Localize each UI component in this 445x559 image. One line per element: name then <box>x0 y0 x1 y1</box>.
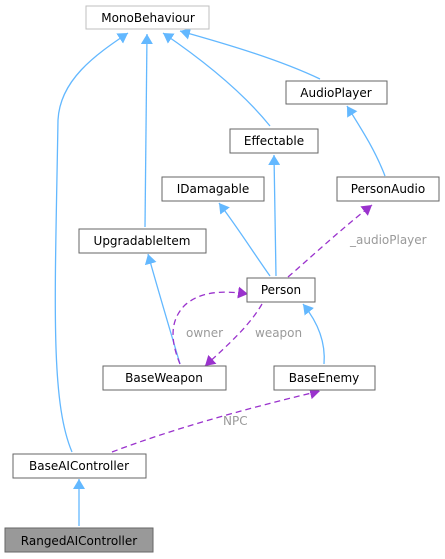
nodes: MonoBehaviour AudioPlayer Effectable IDa… <box>4 5 440 553</box>
node-audioplayer[interactable]: AudioPlayer <box>285 80 388 105</box>
node-person[interactable]: Person <box>246 277 316 303</box>
edge-person-audioplayer <box>287 204 373 278</box>
edge-upgradable-to-mono <box>140 33 153 228</box>
edge-person-weapon <box>204 303 263 367</box>
edge-person-to-idamagable <box>218 202 271 277</box>
node-baseweapon[interactable]: BaseWeapon <box>102 365 227 391</box>
edge-audio-to-mono <box>179 27 321 80</box>
edge-label-weapon: weapon <box>255 326 302 340</box>
node-effectable[interactable]: Effectable <box>229 128 319 154</box>
usage-edges <box>111 204 373 453</box>
edge-person-to-effectable <box>268 154 281 277</box>
node-rangedaicontroller[interactable]: RangedAIController <box>4 527 154 553</box>
node-label-baseaicontroller: BaseAIController <box>29 459 129 473</box>
edge-labels: _audioPlayer owner weapon NPC <box>186 233 427 428</box>
edge-baseweapon-owner <box>172 286 249 365</box>
node-personaudio[interactable]: PersonAudio <box>336 176 440 202</box>
edge-label-owner: owner <box>186 326 223 340</box>
node-idamagable[interactable]: IDamagable <box>161 176 265 202</box>
node-label-baseenemy: BaseEnemy <box>289 371 360 385</box>
node-upgradableitem[interactable]: UpgradableItem <box>78 228 207 254</box>
node-label-upgradableitem: UpgradableItem <box>94 234 191 248</box>
node-label-monobehaviour: MonoBehaviour <box>101 11 195 25</box>
edge-baseenemy-to-person <box>302 303 325 365</box>
edge-personaudio-to-audio <box>346 105 386 177</box>
node-monobehaviour[interactable]: MonoBehaviour <box>85 5 210 30</box>
node-label-rangedaicontroller: RangedAIController <box>21 534 137 548</box>
edge-baseai-to-mono <box>54 32 129 453</box>
edge-baseai-npc <box>111 387 321 453</box>
node-baseaicontroller[interactable]: BaseAIController <box>12 453 147 479</box>
edge-label-npc: NPC <box>223 414 248 428</box>
node-label-personaudio: PersonAudio <box>351 182 425 196</box>
node-label-effectable: Effectable <box>244 134 304 148</box>
edge-label-audio-player: _audioPlayer <box>349 233 427 247</box>
edge-baseweapon-to-upgradable <box>144 253 181 365</box>
node-label-idamagable: IDamagable <box>177 182 249 196</box>
node-label-baseweapon: BaseWeapon <box>125 371 203 385</box>
inheritance-edges <box>54 27 386 526</box>
node-label-person: Person <box>261 283 301 297</box>
node-label-audioplayer: AudioPlayer <box>300 86 372 100</box>
edge-effectable-to-mono <box>162 32 271 127</box>
node-baseenemy[interactable]: BaseEnemy <box>273 365 376 391</box>
